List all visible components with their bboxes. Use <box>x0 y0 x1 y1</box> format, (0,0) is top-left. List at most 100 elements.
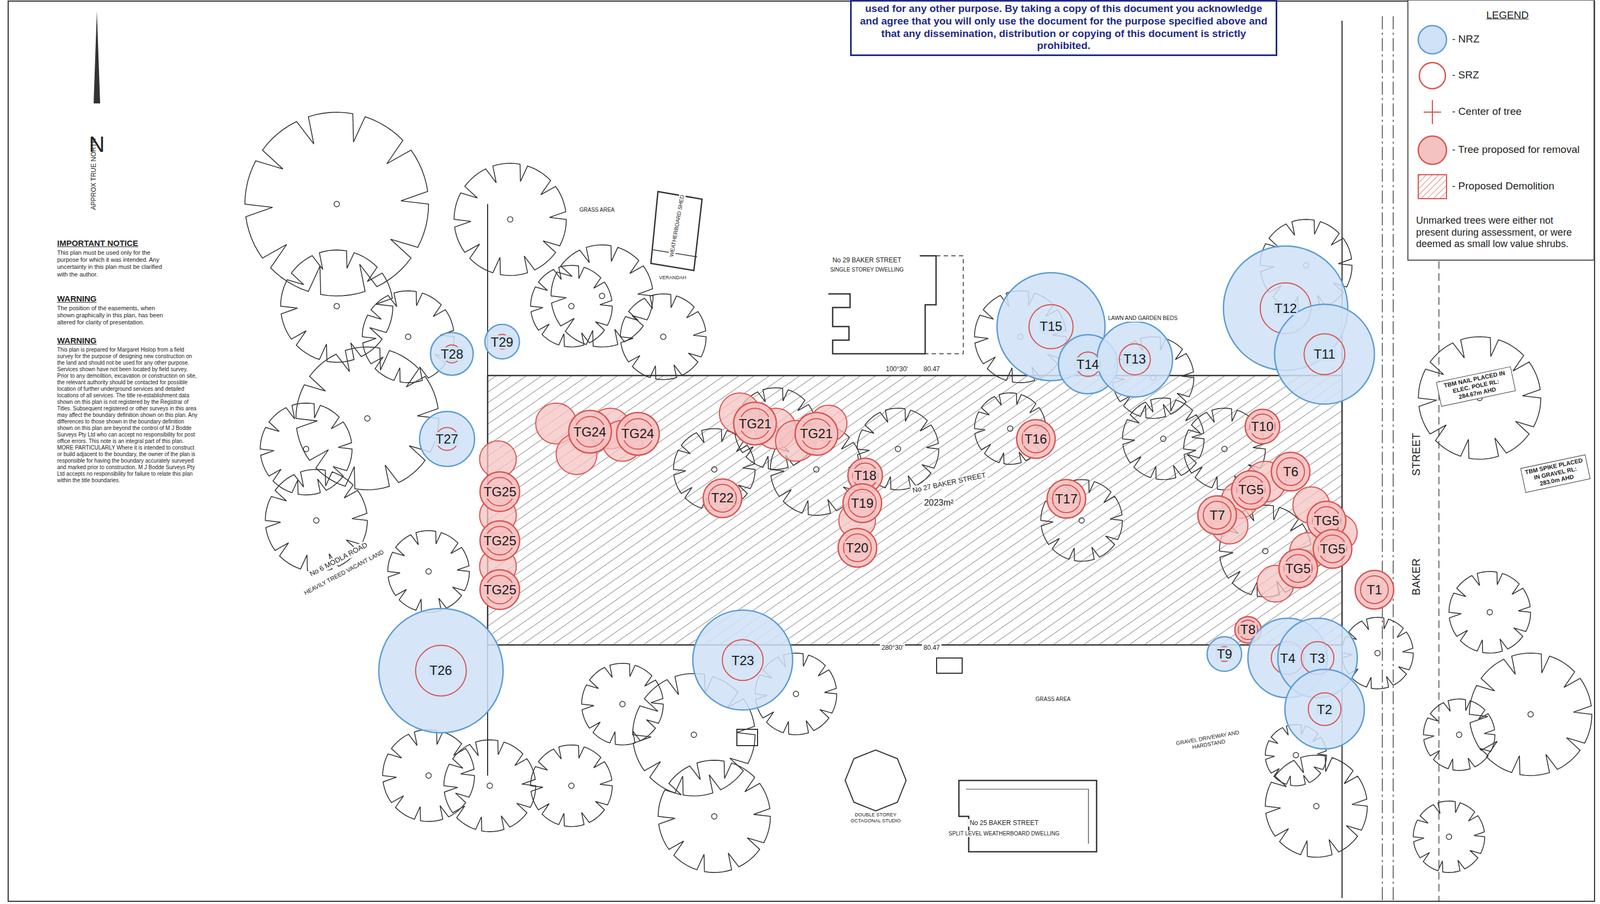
legend-text: - NRZ <box>1451 33 1480 46</box>
srz-circle <box>415 644 467 696</box>
demolition-area <box>487 375 1343 645</box>
tree-removal-circle: TG24 <box>615 411 661 457</box>
tree-label: T7 <box>1208 508 1227 522</box>
road-line <box>1392 16 1394 901</box>
street-name: STREET <box>1409 431 1423 478</box>
tree-trunk <box>334 303 340 310</box>
tree-canopy <box>1265 755 1368 858</box>
tree-canopy <box>296 347 440 490</box>
legend-swatch <box>1419 62 1446 89</box>
tree-canopy-outline <box>1265 755 1368 858</box>
tree-nrz-circle: T23 <box>691 608 795 712</box>
tree-canopy-outline <box>244 112 429 296</box>
srz-circle <box>1360 575 1389 604</box>
road-line <box>1381 16 1383 901</box>
tree-nrz-circle: T26 <box>377 607 505 735</box>
tree-canopy <box>244 112 429 296</box>
tree-trunk <box>1456 731 1462 738</box>
tree-removal-circle: T20 <box>837 527 878 569</box>
tree-canopy-outline <box>530 745 613 827</box>
tree-trunk <box>895 446 901 452</box>
removal-circle <box>1047 479 1086 519</box>
tree-trunk <box>711 813 718 820</box>
tree-nrz-circle: T13 <box>1096 320 1174 399</box>
small-structure <box>936 657 963 674</box>
tree-trunk <box>1160 435 1167 442</box>
tree-canopy-outline <box>1413 801 1485 873</box>
tree-canopy <box>260 403 353 496</box>
srz-circle <box>1308 692 1341 726</box>
tree-removal-circle: T10 <box>1244 408 1282 446</box>
removal-circle <box>838 528 877 568</box>
tree-label: T14 <box>1075 357 1100 372</box>
legend-swatch <box>1418 136 1447 165</box>
sheet-frame <box>8 1 1595 902</box>
tree-canopy <box>1122 397 1205 480</box>
tree-label: TG5 <box>1284 561 1313 576</box>
tree-canopy <box>1423 698 1495 771</box>
north-arrow <box>93 10 101 104</box>
tree-canopy-outline <box>1122 397 1205 480</box>
legend-text: - Tree proposed for removal <box>1451 143 1580 156</box>
tree-canopy-outline <box>1423 698 1495 771</box>
tree-removal-circle: TG25 <box>478 470 521 513</box>
boundary-line <box>1341 20 1343 898</box>
tree-label: T26 <box>428 663 453 678</box>
nrz-circle <box>1207 636 1242 672</box>
removal-circle <box>1197 495 1237 535</box>
nrz-circle <box>692 610 793 711</box>
legend-text: - SRZ <box>1451 69 1480 82</box>
tree-trunk <box>426 568 432 575</box>
tree-canopy <box>581 663 664 746</box>
note-text: The position of the easements, when show… <box>57 304 166 327</box>
tree-label: TG24 <box>620 426 656 441</box>
bearing: 280°30' <box>880 643 906 652</box>
tree-label: T13 <box>1122 352 1147 366</box>
tree-canopy-outline <box>444 739 537 832</box>
tree-removal-circle: T17 <box>1045 478 1087 520</box>
tree-canopy-outline <box>530 265 613 348</box>
removal-circle <box>1271 452 1310 491</box>
tree-label: TG24 <box>572 425 608 439</box>
dwelling-outline <box>958 780 1097 852</box>
srz-circle <box>1029 304 1074 349</box>
tree-canopy <box>1418 336 1541 460</box>
note-heading: WARNING <box>57 293 97 304</box>
srz-circle <box>1276 457 1305 486</box>
tree-trunk <box>487 783 493 789</box>
srz-circle <box>1303 333 1345 375</box>
tree-label: T12 <box>1273 301 1298 316</box>
removal-circle <box>480 569 520 610</box>
legend-text: - Center of tree <box>1451 105 1522 118</box>
nrz-circle <box>1274 304 1375 405</box>
tree-trunk <box>334 201 340 207</box>
removal-circle <box>480 520 520 561</box>
tree-label: T2 <box>1315 702 1334 717</box>
legend-text: - Proposed Demolition <box>1451 180 1555 193</box>
property-note: SPLIT LEVEL WEATHERBOARD DWELLING <box>946 830 1062 838</box>
srz-circle <box>1075 352 1100 377</box>
tree-canopy <box>280 249 393 362</box>
tree-trunk <box>1007 426 1013 432</box>
tree-canopy-outline <box>581 663 664 746</box>
removal-circle <box>1016 419 1056 459</box>
nrz-circle <box>419 411 475 467</box>
removal-circle <box>1231 470 1271 510</box>
structure-label: VERANDAH <box>657 274 688 281</box>
srz-circle <box>708 484 737 513</box>
srz-circle <box>1237 476 1265 504</box>
removal-circle <box>703 478 742 518</box>
nrz-circle <box>1097 321 1173 398</box>
legend-swatch <box>1418 25 1447 54</box>
removal-circle <box>1245 409 1280 445</box>
tree-canopy-outline <box>453 163 566 276</box>
tree-canopy <box>657 760 771 873</box>
area-value: 2023m² <box>922 497 956 508</box>
tree-trunk <box>1313 803 1320 809</box>
area-label: LAWN AND GARDEN BEDS <box>1106 315 1179 322</box>
tree-trunk <box>1079 517 1085 523</box>
tree-removal-circle: TG25 <box>478 568 521 611</box>
tree-trunk <box>599 293 605 299</box>
removal-circle <box>1278 549 1318 588</box>
